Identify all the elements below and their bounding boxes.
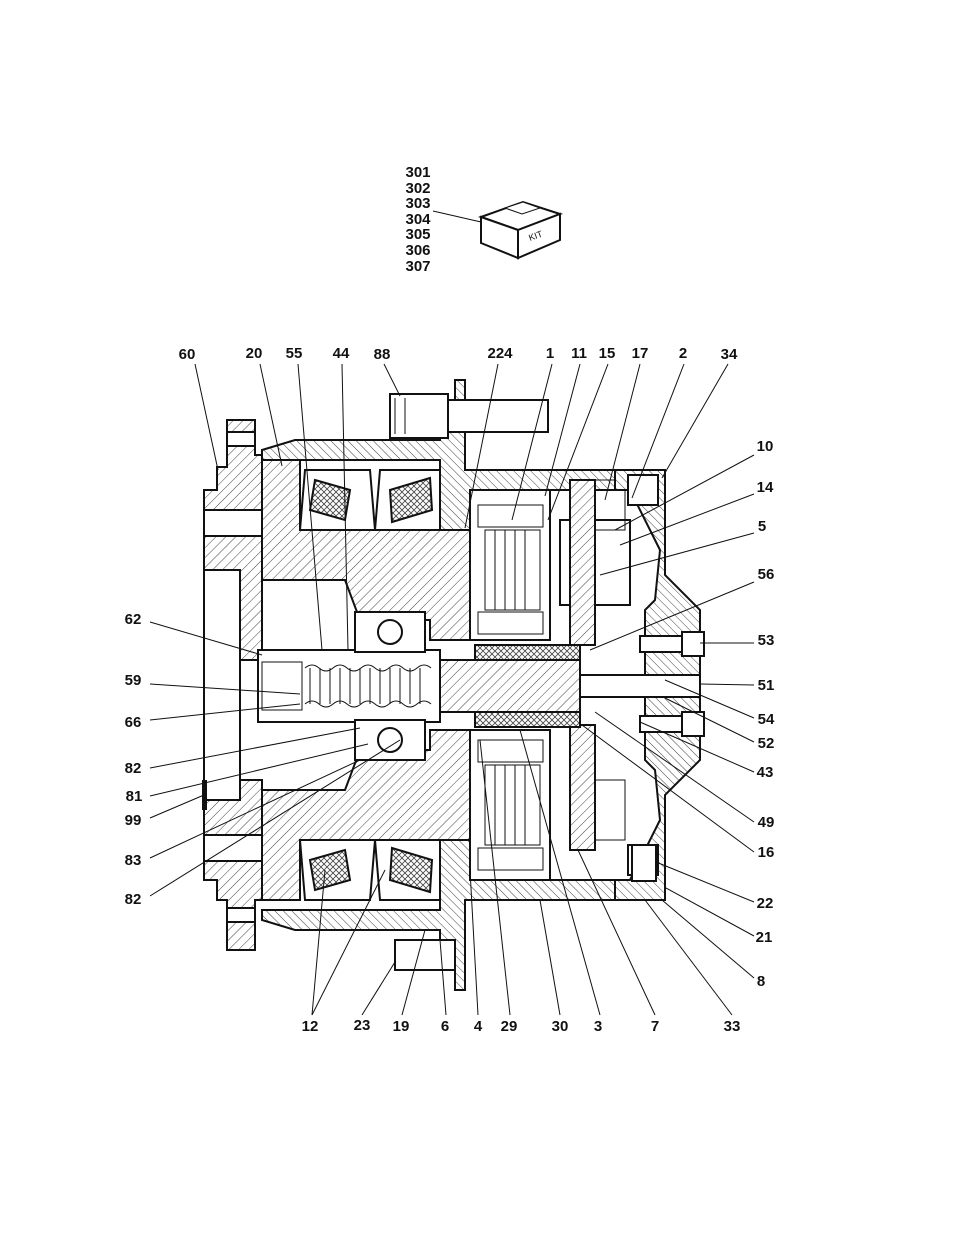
callout-label: 56 [758, 566, 775, 583]
kit-box-label: KIT [527, 229, 544, 243]
callout-labels-bottom: 12 23 19 6 4 29 30 3 7 33 [302, 1017, 741, 1035]
callout-label: 14 [757, 479, 774, 496]
callout-label: 82 [125, 760, 142, 777]
callout-label: 88 [374, 346, 391, 363]
callout-label: 11 [571, 345, 587, 362]
callout-label: 4 [474, 1018, 483, 1035]
callout-label: 33 [724, 1018, 741, 1035]
callout-label: 15 [599, 345, 616, 362]
callout-label: 1 [546, 345, 554, 362]
callout-label: 302 [405, 180, 430, 197]
callout-label: 305 [405, 226, 430, 243]
callout-labels-left: 62 59 66 82 81 99 83 82 [125, 611, 143, 908]
callout-label: 49 [758, 814, 775, 831]
callout-label: 22 [757, 895, 774, 912]
callout-label: 99 [125, 812, 142, 829]
callout-label: 23 [354, 1017, 371, 1034]
kit-leader-line [432, 210, 482, 223]
callout-label: 81 [126, 788, 143, 805]
callout-label: 43 [757, 764, 774, 781]
callout-label: 20 [246, 345, 263, 362]
callout-label: 2 [679, 345, 687, 362]
callout-label: 303 [405, 195, 430, 212]
callout-label: 59 [125, 672, 142, 689]
callout-label: 301 [405, 164, 430, 181]
callout-label: 21 [756, 929, 773, 946]
callout-label: 52 [758, 735, 775, 752]
callout-label: 6 [441, 1018, 449, 1035]
callout-label: 54 [758, 711, 775, 728]
callout-label: 60 [179, 346, 196, 363]
callout-label: 304 [405, 211, 431, 228]
callout-label: 7 [651, 1018, 659, 1035]
callout-label: 53 [758, 632, 775, 649]
callout-label: 55 [286, 345, 303, 362]
callout-leader-lines [149, 363, 755, 1016]
callout-label: 34 [721, 346, 738, 363]
callout-label: 83 [125, 852, 142, 869]
motor-hub-cross-section [202, 379, 705, 991]
kit-box-icon: KIT [478, 200, 564, 260]
callout-label: 306 [405, 242, 430, 259]
callout-label: 10 [757, 438, 774, 455]
callout-label: 12 [302, 1018, 319, 1035]
callout-label: 19 [393, 1018, 410, 1035]
callout-label: 16 [758, 844, 775, 861]
callout-label: 62 [125, 611, 142, 628]
callout-label: 44 [333, 345, 350, 362]
callout-label: 29 [501, 1018, 518, 1035]
callout-label: 30 [552, 1018, 569, 1035]
callout-labels-right: 10 14 5 56 53 51 54 52 43 49 16 22 21 8 [756, 438, 775, 990]
callout-label: 51 [758, 677, 775, 694]
callout-label: 307 [405, 258, 430, 275]
callout-label: 17 [632, 345, 649, 362]
callout-label: 82 [125, 891, 142, 908]
callout-label: 5 [758, 518, 766, 535]
callout-label: 66 [125, 714, 142, 731]
callout-label: 3 [594, 1018, 602, 1035]
callout-label: 224 [487, 345, 513, 362]
callout-label: 8 [757, 973, 765, 990]
